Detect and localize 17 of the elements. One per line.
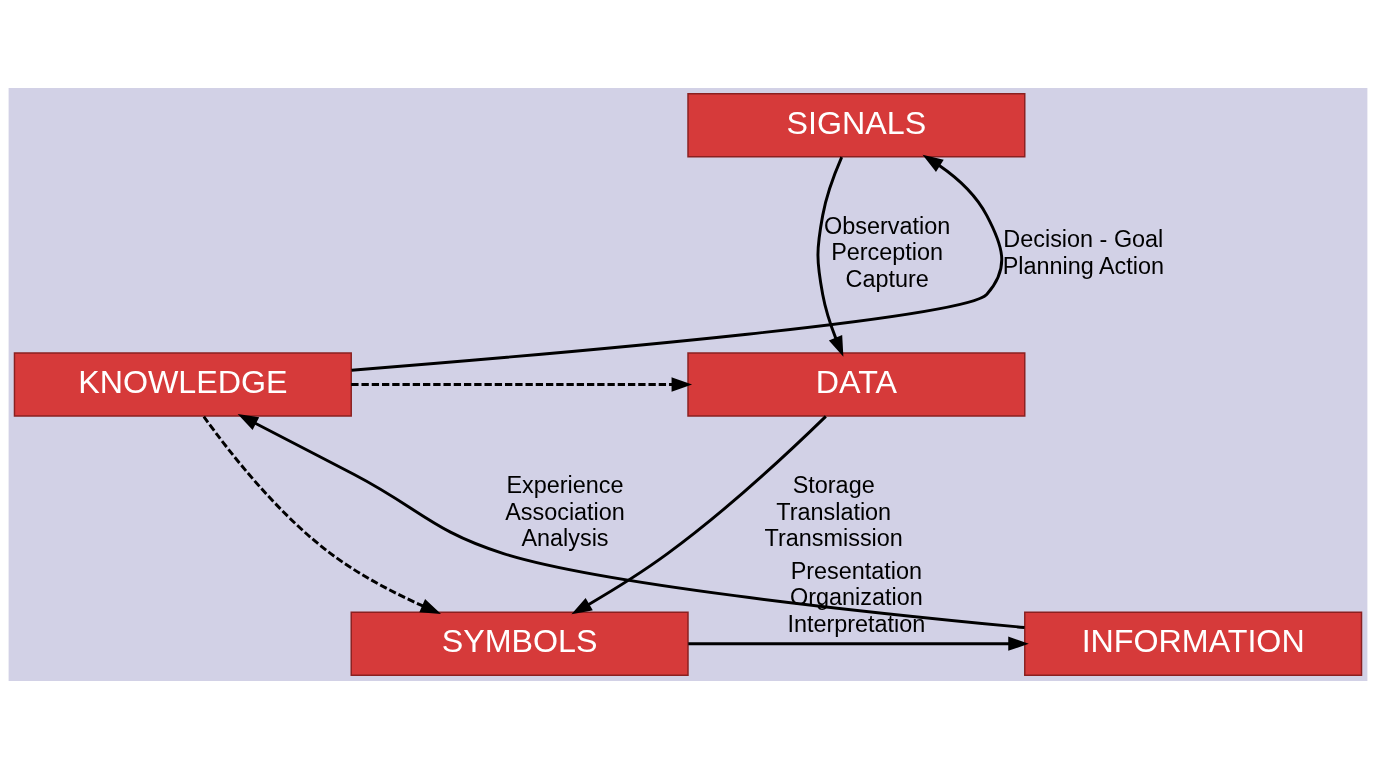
edge-label: Experience Association Analysis [505, 472, 625, 551]
node-box: INFORMATION [1024, 611, 1363, 676]
edge-label: Decision - Goal Planning Action [1002, 226, 1165, 279]
node-box: SYMBOLS [350, 611, 689, 676]
node-box: SIGNALS [687, 93, 1026, 158]
edge-label: Presentation Organization Interpretation [787, 557, 926, 637]
node-box: DATA [687, 352, 1026, 417]
arrow [202, 415, 441, 614]
arrow [688, 636, 1029, 651]
edge-label: Observation Perception Capture [824, 213, 951, 292]
arrow [237, 414, 1025, 629]
edge-label: Storage Translation Transmission [764, 472, 903, 551]
node-box: KNOWLEDGE [13, 352, 352, 417]
arrow [351, 377, 693, 392]
arrow [816, 156, 844, 357]
arrow [351, 154, 1004, 372]
arrow [571, 415, 827, 615]
